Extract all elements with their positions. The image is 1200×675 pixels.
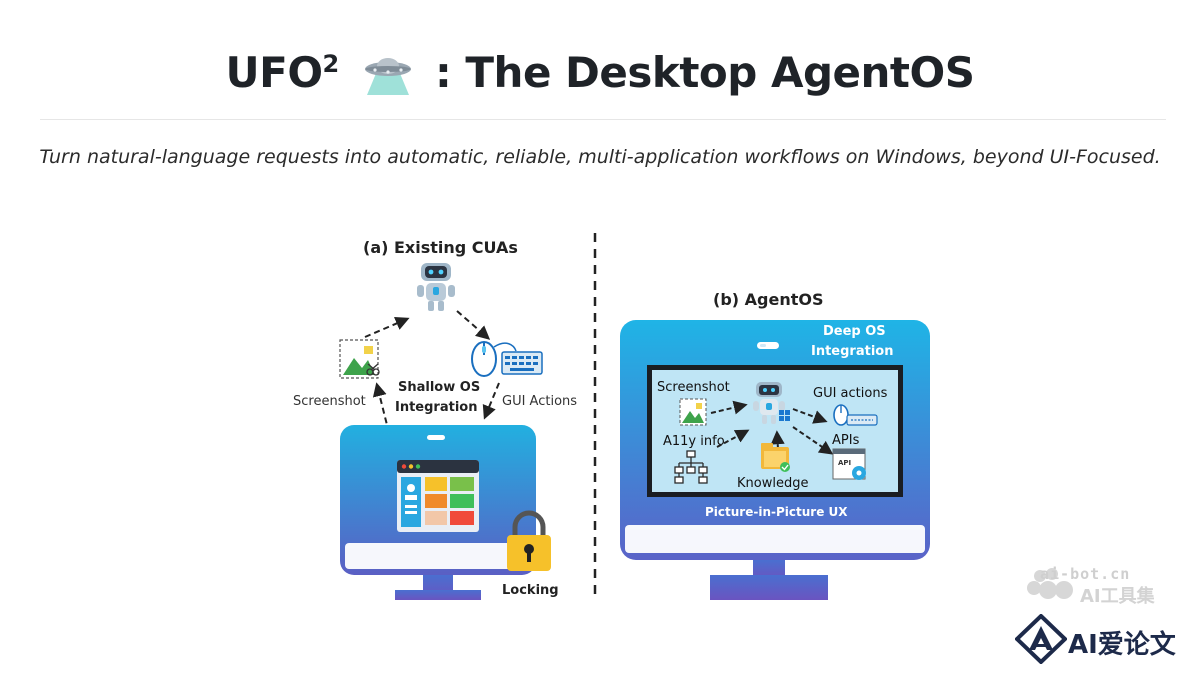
- apis-label: APIs: [832, 433, 860, 448]
- knowledge-folder-icon: [761, 443, 790, 472]
- title-superscript: 2: [322, 50, 340, 78]
- pip-label: Picture-in-Picture UX: [705, 505, 848, 519]
- api-icon: API: [832, 448, 866, 480]
- tree-icon: [674, 450, 708, 484]
- right-monitor: Deep OS Integration Screenshot A11y info: [620, 320, 930, 600]
- shallow-label-2: Integration: [395, 400, 477, 415]
- mouse-keyboard-icon: [471, 341, 543, 377]
- left-screenshot-label: Screenshot: [293, 394, 366, 409]
- deep-label-2: Integration: [811, 344, 893, 359]
- knowledge-label: Knowledge: [737, 476, 808, 491]
- right-heading: (b) AgentOS: [713, 290, 824, 309]
- logo-diamond-icon: [1014, 613, 1068, 665]
- right-gui-actions-label: GUI actions: [813, 386, 888, 401]
- shallow-label-1: Shallow OS: [398, 380, 480, 395]
- figure-svg: (a) Existing CUAs: [293, 233, 930, 600]
- left-heading: (a) Existing CUAs: [363, 238, 518, 257]
- title-rest: : The Desktop AgentOS: [434, 48, 975, 97]
- left-gui-actions-label: GUI Actions: [502, 394, 577, 409]
- paw-icon: [1026, 566, 1076, 606]
- watermark-site: ai-bot.cn: [1040, 565, 1131, 583]
- brand-logo: [1014, 613, 1190, 665]
- locking-label: Locking: [502, 583, 559, 598]
- ufo-icon: [363, 51, 413, 105]
- right-screenshot-label: Screenshot: [657, 380, 730, 395]
- architecture-figure: (a) Existing CUAs: [285, 225, 940, 600]
- subtitle: Turn natural-language requests into auto…: [39, 146, 1161, 168]
- header-divider: [40, 119, 1166, 120]
- watermark-brand: AI工具集: [1080, 586, 1155, 607]
- api-badge: API: [838, 459, 851, 467]
- agent-robot-icon: [753, 382, 790, 424]
- page-title: UFO2 : The Desktop AgentOS: [0, 48, 1200, 105]
- left-monitor: [340, 425, 536, 600]
- title-main: UFO: [225, 48, 324, 97]
- deep-label-1: Deep OS: [823, 324, 886, 339]
- lock-icon: [507, 510, 551, 571]
- screenshot-icon: [339, 339, 380, 379]
- robot-icon: [417, 263, 455, 311]
- logo-text: AI爱论文: [1068, 630, 1176, 660]
- a11y-label: A11y info: [663, 434, 725, 449]
